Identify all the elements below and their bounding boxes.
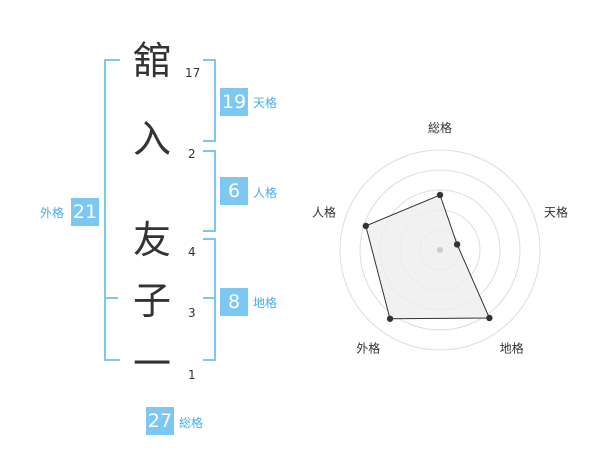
jinkaku-label: 人格 xyxy=(253,186,278,200)
name-char-4: 子 xyxy=(132,279,171,323)
stroke-count-4: 3 xyxy=(188,306,196,320)
tenkaku-badge: 19 xyxy=(220,88,248,116)
gaikaku-split-tick xyxy=(104,297,118,299)
tenkaku-label: 天格 xyxy=(253,96,278,110)
radar-point xyxy=(486,314,493,322)
jinkaku-bracket xyxy=(203,150,216,232)
name-char-3: 友 xyxy=(132,218,171,262)
radar-axis-label: 総格 xyxy=(428,120,452,135)
radar-center-dot xyxy=(437,247,443,253)
soukaku-label: 総格 xyxy=(179,416,204,430)
gaikaku-label: 外格 xyxy=(40,206,65,220)
radar-points xyxy=(362,191,493,322)
radar-grid-ring xyxy=(359,169,521,331)
radar-grid-ring xyxy=(339,149,541,351)
tenkaku-bracket xyxy=(203,59,216,142)
soukaku-badge: 27 xyxy=(146,407,174,435)
radar-axis-label: 地格 xyxy=(500,341,524,356)
stroke-count-1: 17 xyxy=(185,66,201,80)
name-char-2: 入 xyxy=(132,117,171,161)
jinkaku-badge: 6 xyxy=(220,177,248,205)
radar-point xyxy=(436,191,444,199)
radar-point xyxy=(362,222,370,230)
chikaku-badge: 8 xyxy=(220,288,248,316)
name-char-5: 一 xyxy=(132,342,171,386)
gaikaku-bracket xyxy=(104,59,120,361)
stroke-count-5: 1 xyxy=(188,368,196,382)
radar-axis-label: 外格 xyxy=(356,341,380,356)
stroke-count-3: 4 xyxy=(188,245,196,259)
name-char-1: 舘 xyxy=(132,39,171,83)
stroke-count-2: 2 xyxy=(188,147,196,161)
chikaku-mid-tick xyxy=(203,297,214,299)
chikaku-label: 地格 xyxy=(253,296,278,310)
chikaku-bracket xyxy=(203,238,216,361)
radar-area xyxy=(365,194,491,320)
gaikaku-badge: 21 xyxy=(71,198,99,226)
radar-axis-label: 人格 xyxy=(312,204,336,219)
radar-axis-label: 天格 xyxy=(544,204,568,219)
radar-point xyxy=(453,241,461,248)
radar-point xyxy=(386,315,394,322)
